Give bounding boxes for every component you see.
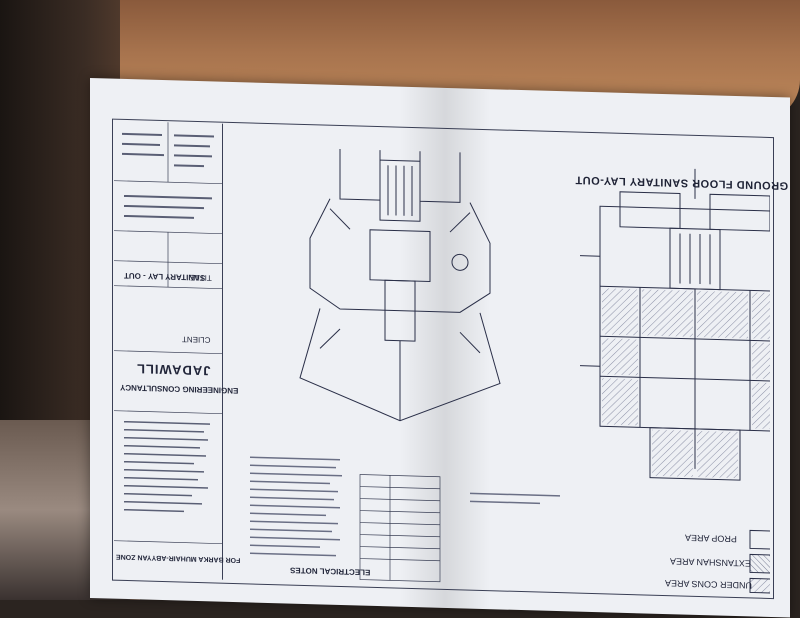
ground-floor-plan: [580, 168, 790, 481]
notes-text-lines: [250, 456, 560, 557]
legend-swatch-extanshan: [749, 553, 781, 574]
firm-name: JADAWILL: [136, 361, 211, 379]
legend-swatch-under-cons: [749, 577, 781, 594]
roof-plan: [299, 148, 501, 422]
title-block: JADAWILL ENGINEERING CONSULTANCY CLIENT …: [114, 120, 240, 580]
client-label: CLIENT: [182, 334, 211, 345]
drawing-area: GROUND FLOOR SANITARY LAY-OUT PROP AREA …: [230, 126, 790, 595]
hatched-floor-areas: [602, 288, 788, 479]
title-block-grid: [114, 122, 222, 545]
legend-label-prop: PROP AREA: [685, 532, 737, 545]
legend-table: [359, 474, 441, 583]
drawing-sheet: JADAWILL ENGINEERING CONSULTANCY CLIENT …: [90, 78, 790, 618]
legend-swatch-prop: [749, 529, 781, 550]
legend-swatches: [749, 529, 781, 594]
floor-plans: [250, 148, 790, 594]
